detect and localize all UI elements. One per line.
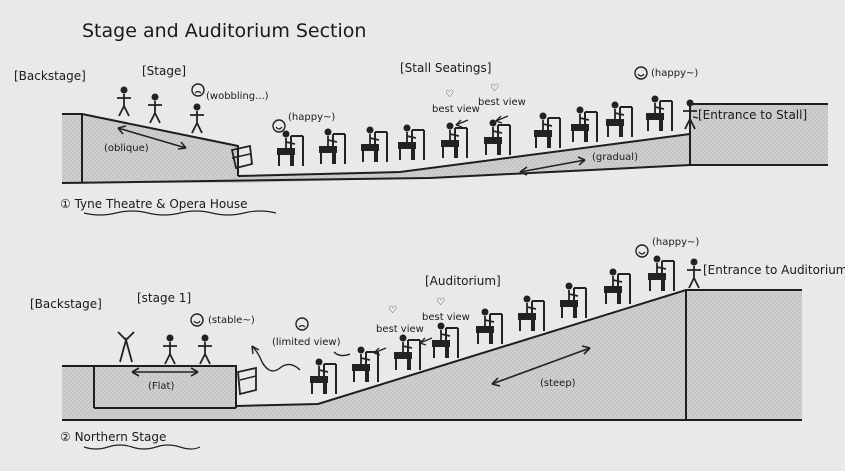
happy-face-icon xyxy=(634,66,648,80)
seat-icon xyxy=(440,121,468,159)
section1-entrance-label: [Entrance to Stall] xyxy=(698,108,807,122)
heart-icon: ♡ xyxy=(490,83,499,94)
section2-auditorium-label: [Auditorium] xyxy=(425,274,501,288)
seat-icon xyxy=(570,105,598,143)
performer-1-icon xyxy=(117,331,135,363)
section2-entrance-label: [Entrance to Auditorium] xyxy=(703,263,845,277)
section1-backstage-label: [Backstage] xyxy=(14,69,86,83)
section1-happy-front-label: (happy~) xyxy=(288,112,335,123)
seat-icon xyxy=(517,294,545,332)
diagram-title: Stage and Auditorium Section xyxy=(82,20,366,42)
performer-2-icon xyxy=(147,92,163,124)
section1-stage-label: [Stage] xyxy=(142,64,186,78)
entrance-person-icon xyxy=(686,257,702,289)
seat-icon xyxy=(533,111,561,149)
section2-happy-label: (happy~) xyxy=(652,237,699,248)
seat-icon xyxy=(318,127,346,165)
heart-icon: ♡ xyxy=(388,305,397,316)
performer-3-icon xyxy=(197,333,213,365)
performer-1-icon xyxy=(116,85,132,117)
seat-icon xyxy=(483,118,511,156)
happy-face-icon xyxy=(190,313,204,327)
happy-face-icon xyxy=(272,119,286,133)
seat-icon xyxy=(276,129,304,167)
sad-face-icon xyxy=(191,83,205,97)
section2-limited-view-label: (limited view) xyxy=(272,337,341,348)
section2-stable-label: (stable~) xyxy=(208,315,255,326)
seat-icon xyxy=(475,307,503,345)
happy-face-icon xyxy=(635,244,649,258)
section2-best-view-label: best view xyxy=(376,324,424,335)
performer-2-icon xyxy=(162,333,178,365)
seat-icon xyxy=(647,254,675,292)
heart-icon: ♡ xyxy=(436,297,445,308)
section1-best-view-label: best view xyxy=(478,97,526,108)
section2-flat-label: (Flat) xyxy=(148,381,174,392)
sad-face-icon xyxy=(295,317,309,331)
performer-3-icon xyxy=(189,102,205,134)
section1-wobbling-label: (wobbling...) xyxy=(206,91,269,102)
seat-icon xyxy=(645,94,673,132)
seat-icon xyxy=(393,333,421,371)
section1-gradual-label: (gradual) xyxy=(592,152,638,163)
section2-name: ② Northern Stage xyxy=(60,430,166,444)
section-2-drawing: ♡ ♡ xyxy=(62,244,802,421)
seat-icon xyxy=(603,267,631,305)
heart-icon: ♡ xyxy=(445,89,454,100)
section1-oblique-label: (oblique) xyxy=(104,143,149,154)
section1-stall-seatings-label: [Stall Seatings] xyxy=(400,61,491,75)
seat-icon xyxy=(360,125,388,163)
seat-icon xyxy=(559,281,587,319)
seat-icon xyxy=(351,345,379,383)
section-1-drawing: ♡ ♡ xyxy=(61,66,828,184)
section2-backstage-label: [Backstage] xyxy=(30,297,102,311)
section2-steep-label: (steep) xyxy=(540,378,576,389)
seat-icon xyxy=(397,123,425,161)
section1-name: ① Tyne Theatre & Opera House xyxy=(60,197,248,211)
section2-stage-label: [stage 1] xyxy=(137,291,191,305)
seat-icon xyxy=(605,100,633,138)
seat-icon xyxy=(431,321,459,359)
section1-happy-back-label: (happy~) xyxy=(651,68,698,79)
seat-icon xyxy=(309,357,337,395)
section1-best-view-label: best view xyxy=(432,104,480,115)
section2-best-view-label: best view xyxy=(422,312,470,323)
